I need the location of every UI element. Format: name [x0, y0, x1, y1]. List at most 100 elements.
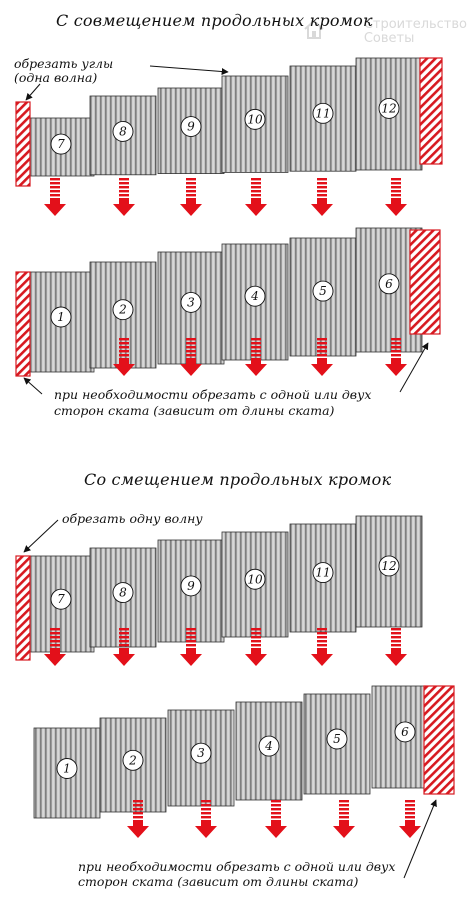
- sheet-s1-bottom-1: 1: [27, 271, 95, 373]
- leader-cut-corners-left: [25, 83, 41, 101]
- cut-strip-s1-bottom-left: [15, 271, 31, 377]
- section1-note-top-2: (одна волна): [14, 70, 98, 85]
- sheet-s2-top-6-number: 12: [381, 559, 396, 573]
- arrow-s1-top-3: [180, 178, 202, 216]
- sheet-s1-bottom-6-number: 6: [385, 277, 393, 291]
- sheet-s2-top-2-number: 8: [119, 586, 127, 600]
- arrow-s2-bottom-6: [399, 800, 421, 838]
- arrow-s2-top-1: [44, 628, 66, 666]
- sheet-s1-bottom-3-number: 3: [187, 295, 195, 309]
- sheet-s1-bottom-4: 4: [221, 243, 289, 361]
- sheet-s2-top-4-number: 10: [247, 572, 263, 586]
- sheet-s2-bottom-4-number-circle: [258, 735, 280, 757]
- section2-note-bottom-2: сторон ската (зависит от длины ската): [78, 874, 359, 889]
- arrow-s1-top-5: [311, 178, 333, 216]
- arrow-s2-bottom-2: [127, 800, 149, 838]
- sheet-s1-top-5: 11: [289, 65, 357, 172]
- sheet-s1-top-5-number: 11: [315, 106, 330, 120]
- sheet-s1-bottom-6-number-circle: [378, 273, 400, 295]
- arrow-s2-top-3: [180, 628, 202, 666]
- sheet-s1-top-1-number: 7: [57, 137, 65, 151]
- sheet-s1-top-3: 9: [157, 87, 225, 174]
- sheet-s2-bottom-5-number-circle: [326, 728, 348, 750]
- sheet-s2-top-1-number-circle: [50, 588, 72, 610]
- sheet-s1-bottom-1-number: 1: [57, 310, 65, 324]
- arrow-s2-top-6: [385, 628, 407, 666]
- sheet-s1-bottom-2: 2: [89, 261, 157, 369]
- sheet-s2-top-4: 10: [221, 531, 289, 638]
- house-icon: [304, 19, 324, 39]
- sheet-s2-bottom-2-number: 2: [128, 753, 137, 767]
- sheet-s1-top-1: 7: [27, 117, 95, 177]
- sheet-s2-top-5-number-circle: [312, 562, 334, 584]
- cut-strip-s2-top-left: [15, 555, 31, 661]
- section1-note-bottom-2: сторон ската (зависит от длины ската): [54, 403, 335, 418]
- sheet-s2-top-6-number-circle: [378, 555, 400, 577]
- watermark-line-2: Советы: [363, 31, 415, 46]
- sheet-s1-bottom-4-number-circle: [244, 285, 266, 307]
- sheet-s1-bottom-2-number-circle: [112, 299, 134, 321]
- sheet-s2-bottom-3-number: 3: [197, 746, 205, 760]
- cut-strip-s2-bottom-right: [423, 685, 455, 795]
- arrow-s2-bottom-3: [195, 800, 217, 838]
- cut-strip-s1-top-left: [15, 101, 31, 187]
- sheet-s1-top-4-number: 10: [247, 112, 263, 126]
- sheet-s2-top-4-number-circle: [244, 568, 266, 590]
- sheet-s2-top-2: 8: [89, 547, 157, 648]
- sheet-s2-top-5-number: 11: [315, 566, 330, 580]
- sheet-s1-bottom-3: 3: [157, 251, 225, 365]
- leader-cut-one-wave: [23, 519, 59, 553]
- cut-strip-s1-bottom-right: [409, 229, 441, 335]
- arrow-s1-bottom-4: [245, 338, 267, 376]
- sheet-s1-top-2-number: 8: [119, 124, 127, 138]
- section1-note-bottom-1: при необходимости обрезать с одной или д…: [54, 387, 372, 402]
- cut-strip-s1-top-right: [419, 57, 443, 165]
- arrow-s1-bottom-3: [180, 338, 202, 376]
- arrows-layer: [44, 178, 421, 838]
- sheet-s2-top-3-number: 9: [187, 579, 195, 593]
- arrow-s1-top-1: [44, 178, 66, 216]
- arrow-s1-top-6: [385, 178, 407, 216]
- sheet-s1-top-2-number-circle: [112, 121, 134, 142]
- sheet-s2-top-1-number: 7: [57, 592, 65, 606]
- sheet-s2-bottom-5-number: 5: [333, 732, 341, 746]
- sheet-s2-bottom-1: 1: [33, 727, 101, 819]
- sheet-s2-top-5: 11: [289, 523, 357, 633]
- sheet-s2-bottom-5: 5: [303, 693, 371, 795]
- arrow-s2-bottom-4: [265, 800, 287, 838]
- section2-title: Со смещением продольных кромок: [84, 470, 392, 489]
- sheet-s2-bottom-4: 4: [235, 701, 303, 801]
- arrow-s1-bottom-2: [113, 338, 135, 376]
- sheet-s1-top-2: 8: [89, 95, 157, 176]
- sheet-s2-bottom-3: 3: [167, 709, 235, 807]
- arrow-s1-top-2: [113, 178, 135, 216]
- sheet-s1-top-6-number-circle: [378, 97, 400, 119]
- section1-note-top-1: обрезать углы: [14, 56, 114, 71]
- sheet-s1-top-3-number-circle: [180, 116, 202, 137]
- sheet-s2-bottom-2-number-circle: [122, 749, 144, 771]
- section1-title: С совмещением продольных кромок: [56, 11, 373, 30]
- sheet-s1-bottom-5-number-circle: [312, 280, 334, 302]
- sheet-s1-bottom-4-number: 4: [250, 289, 259, 303]
- sheet-s1-top-4: 10: [221, 75, 289, 173]
- sheet-s1-top-1-number-circle: [50, 133, 72, 155]
- arrow-s2-top-5: [311, 628, 333, 666]
- arrow-s1-top-4: [245, 178, 267, 216]
- sheet-s1-top-6: 12: [355, 57, 423, 171]
- arrow-s1-bottom-6: [385, 338, 407, 376]
- sheet-s2-top-3: 9: [157, 539, 225, 643]
- sheet-s2-top-1: 7: [27, 555, 95, 653]
- section2-note-top-1: обрезать одну волну: [62, 511, 203, 526]
- sheet-s1-bottom-5-number: 5: [319, 284, 327, 298]
- watermark: Строительство Советы: [364, 18, 467, 46]
- sheet-s2-top-6: 12: [355, 515, 423, 628]
- leader-optional-right-2: [403, 799, 437, 879]
- arrow-s2-top-2: [113, 628, 135, 666]
- sheet-s2-top-3-number-circle: [180, 575, 202, 597]
- leader-lines: [23, 65, 437, 879]
- sheet-s1-bottom-1-number-circle: [50, 306, 72, 328]
- section2-note-bottom-1: при необходимости обрезать с одной или д…: [78, 859, 396, 874]
- sheet-s2-bottom-1-number: 1: [63, 762, 71, 776]
